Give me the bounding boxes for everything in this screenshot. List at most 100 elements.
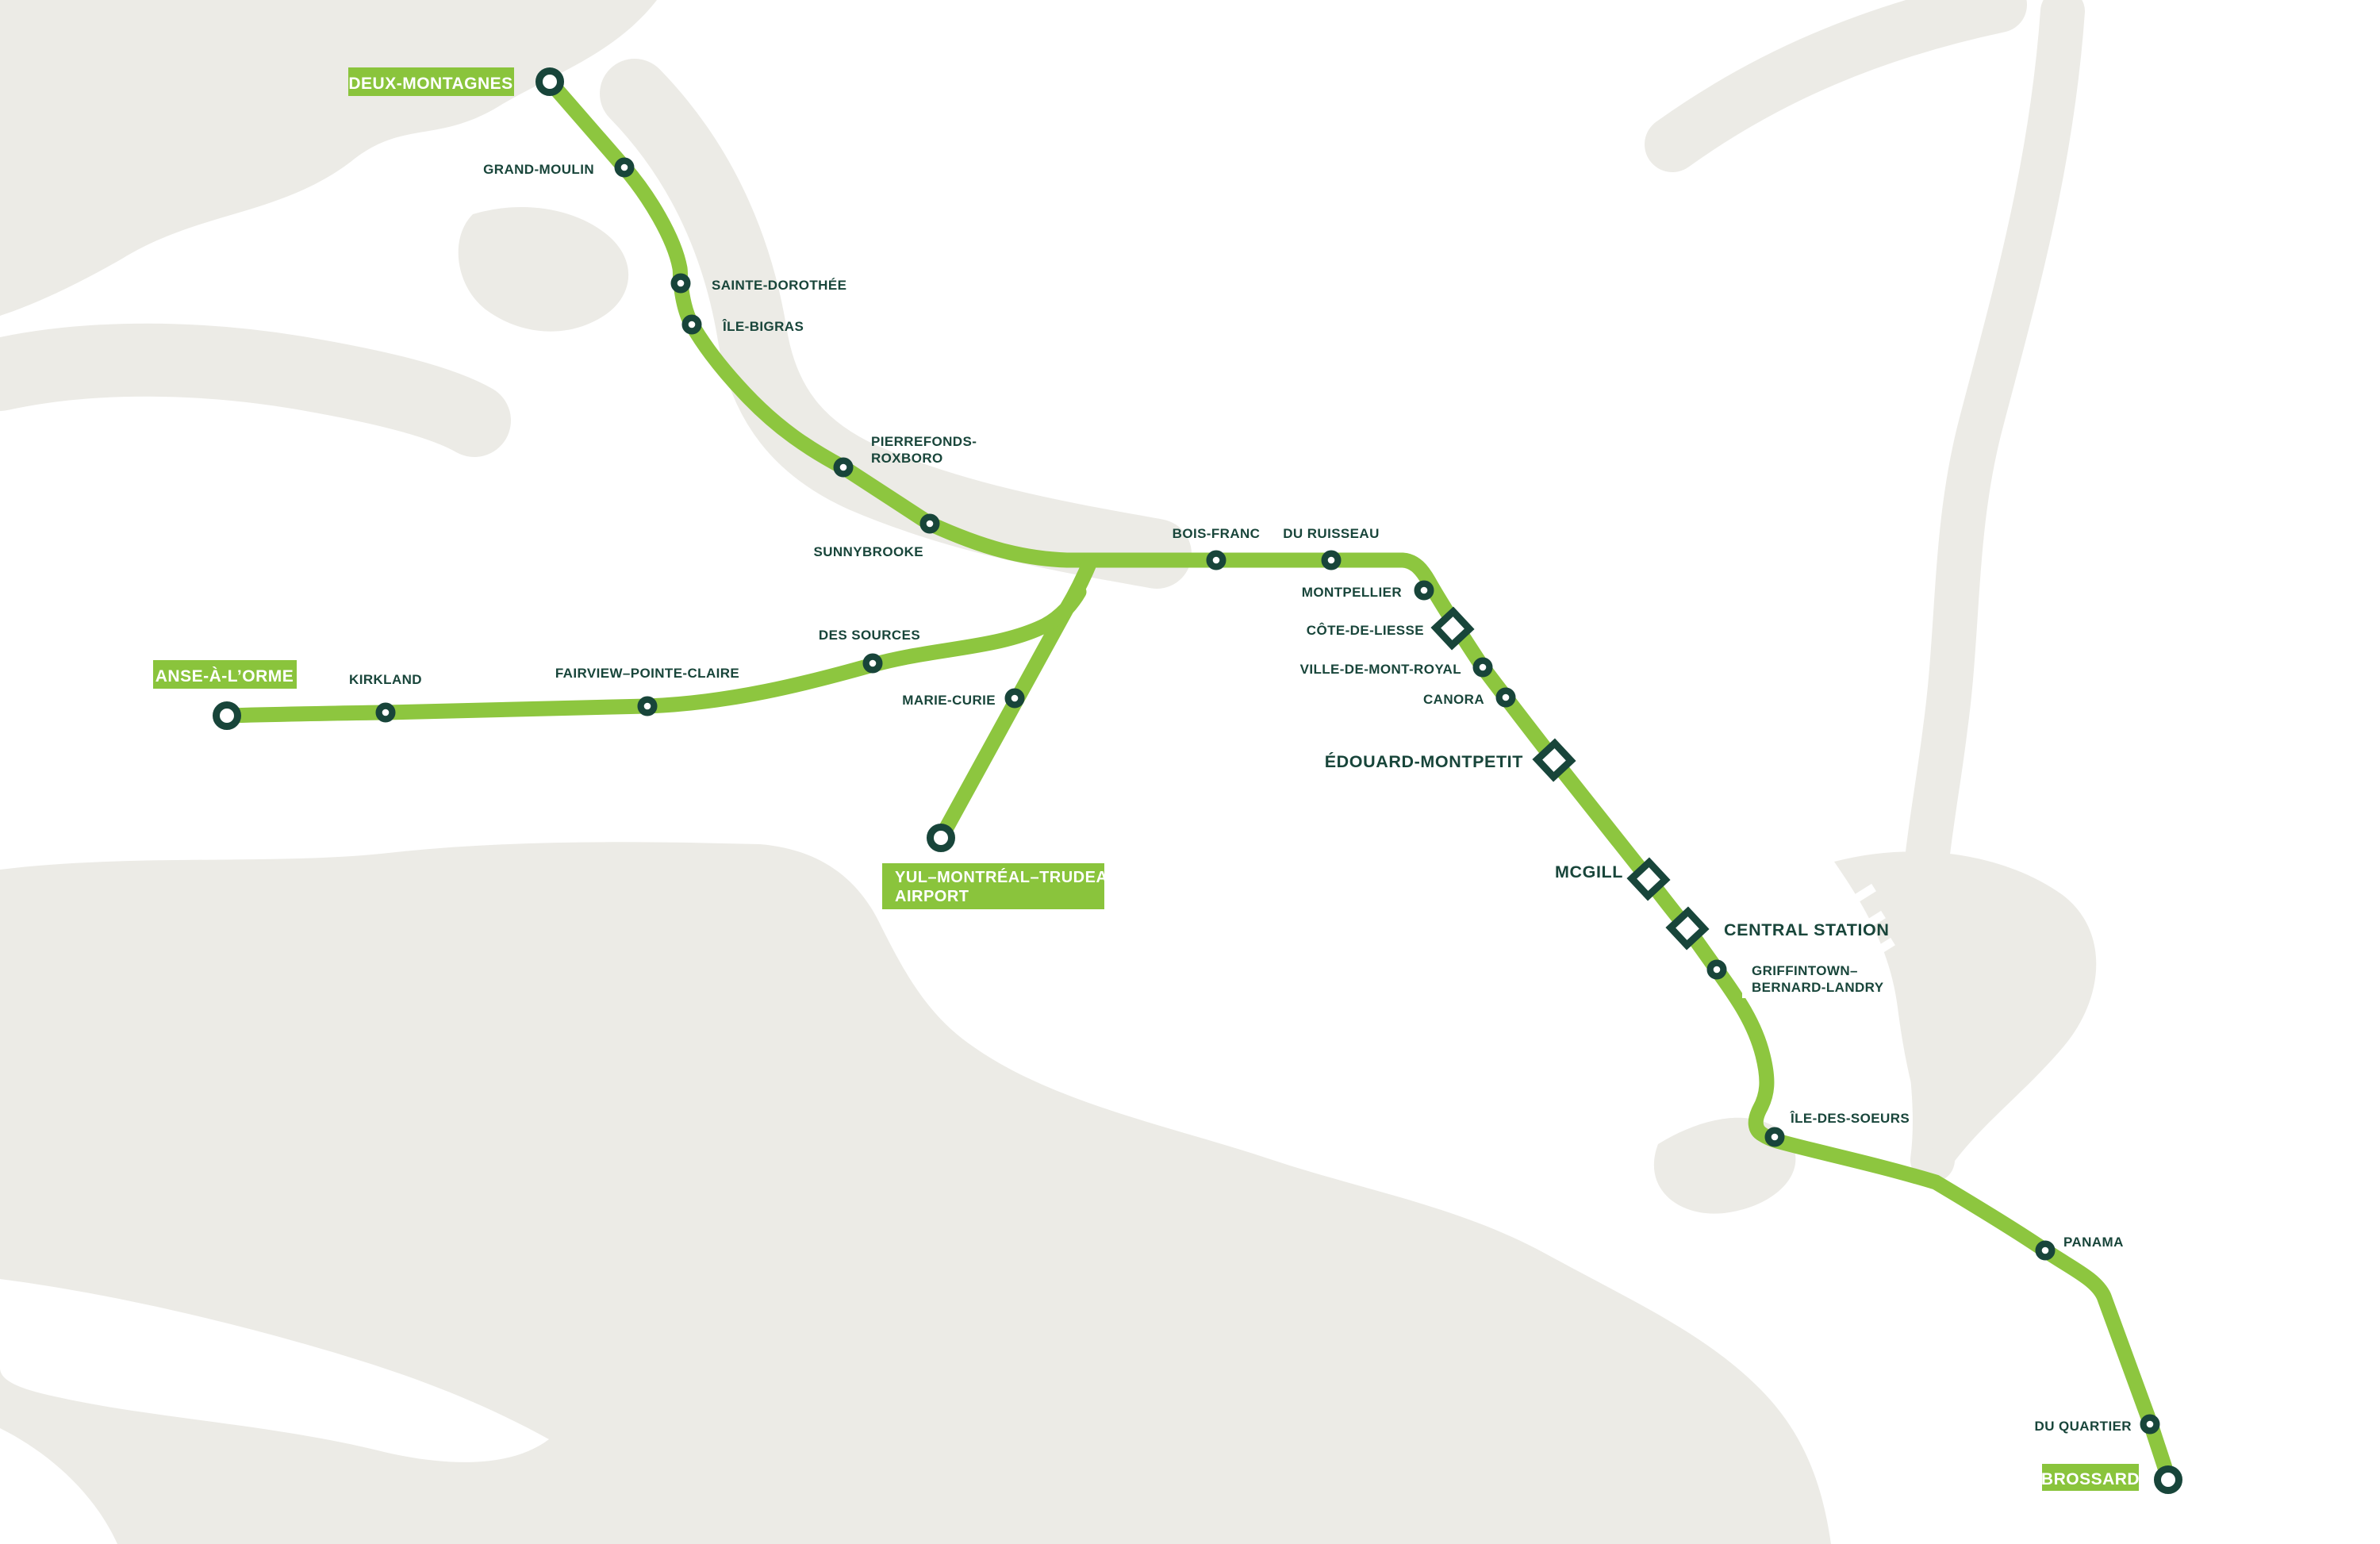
station-label: BOIS-FRANC <box>1173 526 1261 541</box>
station-label: BROSSARD <box>2041 1470 2140 1488</box>
station-label: DU RUISSEAU <box>1283 526 1380 541</box>
station-ring-icon <box>2035 1240 2056 1261</box>
station-label: CANORA <box>1423 692 1484 707</box>
station-label: PIERREFONDS- <box>871 434 977 449</box>
station-edouard-montpetit: ÉDOUARD-MONTPETIT <box>1325 738 1576 782</box>
station-label: BERNARD-LANDRY <box>1752 980 1884 995</box>
station-label: ÎLE-DES-SOEURS <box>1790 1111 1910 1126</box>
terminus-ring-icon <box>213 701 241 730</box>
land-west-band <box>0 323 511 457</box>
station-panama: PANAMA <box>2035 1235 2124 1261</box>
terminus-ring-icon <box>2154 1465 2182 1494</box>
station-ring-icon <box>919 513 940 534</box>
land-laval-spur <box>600 59 1192 589</box>
station-bois-franc: BOIS-FRANC <box>1173 526 1261 570</box>
land-layer <box>0 0 2097 1544</box>
station-brossard: BROSSARD <box>2041 1464 2182 1494</box>
station-ring-icon <box>375 702 396 723</box>
land-island-of-montreal <box>0 842 1831 1544</box>
terminus-badge <box>882 863 1104 909</box>
station-ring-icon <box>2140 1414 2160 1435</box>
station-label: CENTRAL STATION <box>1724 920 1889 939</box>
station-label: MARIE-CURIE <box>902 693 996 708</box>
connection-diamond-icon <box>1665 906 1710 951</box>
station-label-background <box>1742 955 1879 998</box>
station-label: MONTPELLIER <box>1302 585 1402 600</box>
station-ring-icon <box>614 157 635 178</box>
station-cote-de-liesse: CÔTE-DE-LIESSE <box>1307 606 1475 651</box>
station-des-sources: DES SOURCES <box>819 628 920 674</box>
station-ring-icon <box>681 314 702 335</box>
land-northeast-band <box>1645 0 2027 172</box>
station-ring-icon <box>1472 657 1493 678</box>
station-ring-icon <box>833 457 854 478</box>
station-label: ANSE-À-L’ORME <box>155 667 294 686</box>
station-yul-montreal-trudeau-airport: YUL–MONTRÉAL–TRUDEAU AIRPORT <box>882 824 1119 909</box>
station-du-quartier: DU QUARTIER <box>2035 1414 2160 1435</box>
station-deux-montagnes: DEUX-MONTAGNES <box>348 67 564 96</box>
station-label: GRAND-MOULIN <box>483 162 594 177</box>
station-label: MCGILL <box>1555 862 1623 881</box>
station-label: DES SOURCES <box>819 628 920 643</box>
station-ile-des-soeurs: ÎLE-DES-SOEURS <box>1764 1111 1910 1147</box>
station-griffintown-bernard-landry: GRIFFINTOWN– BERNARD-LANDRY <box>1706 955 1884 998</box>
station-ring-icon <box>1206 550 1226 570</box>
stations-layer: DEUX-MONTAGNES GRAND-MOULIN SAINTE-DOROTHÉ… <box>153 67 2182 1494</box>
station-ring-icon <box>1764 1127 1785 1147</box>
station-ring-icon <box>1321 550 1342 570</box>
connection-diamond-icon <box>1626 857 1671 901</box>
terminus-badge <box>2042 1464 2139 1491</box>
station-label: DU QUARTIER <box>2035 1419 2132 1434</box>
station-kirkland: KIRKLAND <box>349 672 422 723</box>
station-label: ÎLE-BIGRAS <box>722 319 804 334</box>
connection-diamond-icon <box>1532 738 1576 782</box>
terminus-badge <box>153 660 297 689</box>
land-sainte-dorothee-isle <box>458 207 629 332</box>
rem-line-anse-a-lorme-branch <box>219 584 1087 724</box>
station-label: GRIFFINTOWN– <box>1752 963 1858 978</box>
station-ring-icon <box>862 653 883 674</box>
terminus-ring-icon <box>927 824 955 852</box>
route-layer <box>219 74 2177 1488</box>
terminus-ring-icon <box>536 67 564 96</box>
station-label: ROXBORO <box>871 451 943 466</box>
station-fairview-pointe-claire: FAIRVIEW–POINTE-CLAIRE <box>555 666 739 716</box>
station-du-ruisseau: DU RUISSEAU <box>1283 526 1380 570</box>
station-sainte-dorothee: SAINTE-DOROTHÉE <box>670 273 846 294</box>
station-anse-a-lorme: ANSE-À-L’ORME <box>153 660 297 730</box>
station-label: YUL–MONTRÉAL–TRUDEAU <box>895 868 1119 886</box>
station-marie-curie: MARIE-CURIE <box>902 688 1025 709</box>
station-ring-icon <box>670 273 691 294</box>
station-label: FAIRVIEW–POINTE-CLAIRE <box>555 666 739 681</box>
station-label: AIRPORT <box>895 888 969 905</box>
station-central-station: CENTRAL STATION <box>1665 906 1889 951</box>
station-ring-icon <box>637 696 658 716</box>
station-label: ÉDOUARD-MONTPETIT <box>1325 751 1523 771</box>
water-lachine-inlet <box>0 1279 549 1462</box>
station-label: VILLE-DE-MONT-ROYAL <box>1300 662 1461 677</box>
station-label: PANAMA <box>2063 1235 2124 1250</box>
station-sunnybrooke: SUNNYBROOKE <box>813 513 940 559</box>
station-ring-icon <box>1495 687 1516 708</box>
station-label: SUNNYBROOKE <box>813 544 923 559</box>
connection-diamond-icon <box>1430 606 1475 651</box>
land-harbour <box>1834 851 2097 1174</box>
terminus-badge <box>348 67 514 96</box>
station-label: SAINTE-DOROTHÉE <box>712 278 846 293</box>
station-canora: CANORA <box>1423 687 1516 708</box>
station-ile-bigras: ÎLE-BIGRAS <box>681 314 804 335</box>
station-montpellier: MONTPELLIER <box>1302 580 1434 601</box>
station-ring-icon <box>1414 580 1434 601</box>
rem-line-main <box>542 74 2177 1488</box>
station-label: DEUX-MONTAGNES <box>348 75 512 93</box>
station-ville-de-mont-royal: VILLE-DE-MONT-ROYAL <box>1300 657 1493 678</box>
station-grand-moulin: GRAND-MOULIN <box>483 157 635 178</box>
station-label: CÔTE-DE-LIESSE <box>1307 623 1424 638</box>
station-pierrefonds-roxboro: PIERREFONDS- ROXBORO <box>833 434 977 478</box>
station-label: KIRKLAND <box>349 672 422 687</box>
station-mcgill: MCGILL <box>1555 857 1671 901</box>
station-ring-icon <box>1004 688 1025 709</box>
station-ring-icon <box>1706 959 1727 980</box>
